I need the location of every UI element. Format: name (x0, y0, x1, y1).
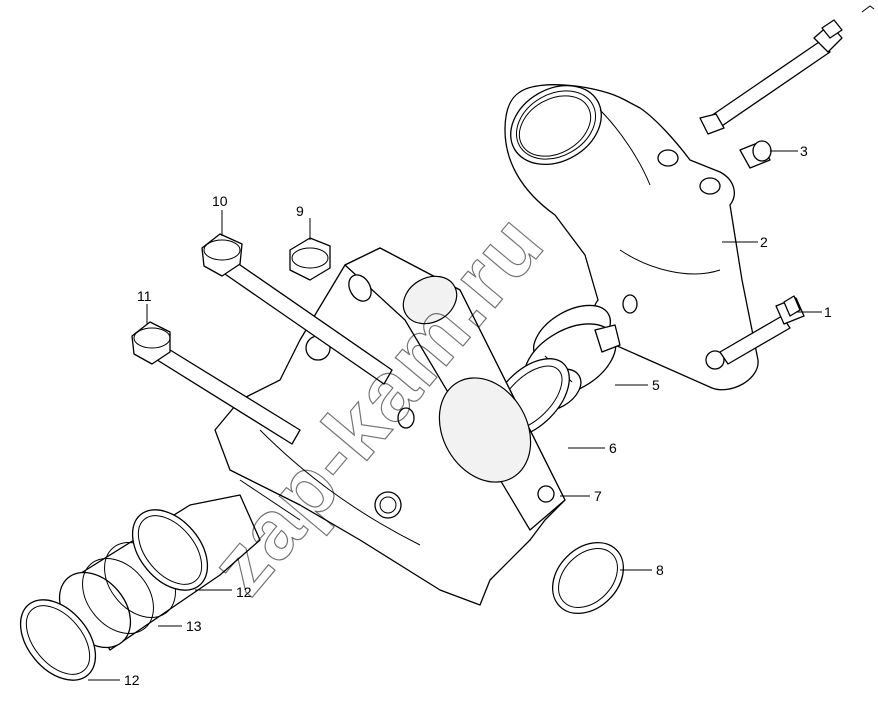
callout-7: 7 (594, 488, 602, 504)
outlet-elbow-housing (504, 84, 759, 391)
o-ring-8 (551, 541, 625, 615)
long-bolt-top (699, 19, 843, 135)
plug-9 (289, 237, 331, 281)
callout-8: 8 (656, 562, 664, 578)
callout-2: 2 (760, 234, 768, 250)
callout-9: 9 (296, 203, 304, 219)
o-ring-12-upper (131, 509, 209, 591)
callout-6: 6 (609, 440, 617, 456)
callout-5: 5 (652, 377, 660, 393)
leader-lines (88, 150, 822, 681)
main-housing (214, 247, 566, 606)
o-ring-12-lower (19, 599, 97, 681)
callout-1: 1 (824, 304, 832, 320)
plug-3 (739, 140, 772, 169)
bolt-11 (131, 321, 301, 445)
callout-3: 3 (800, 143, 808, 159)
corner-mark (861, 5, 875, 13)
bolt-1 (719, 295, 805, 365)
callout-12-lower: 12 (124, 672, 140, 688)
callout-12-upper: 12 (236, 584, 252, 600)
callout-13: 13 (186, 618, 202, 634)
bolt-10 (201, 233, 393, 385)
callout-11: 11 (137, 288, 152, 304)
callout-10: 10 (212, 193, 228, 209)
